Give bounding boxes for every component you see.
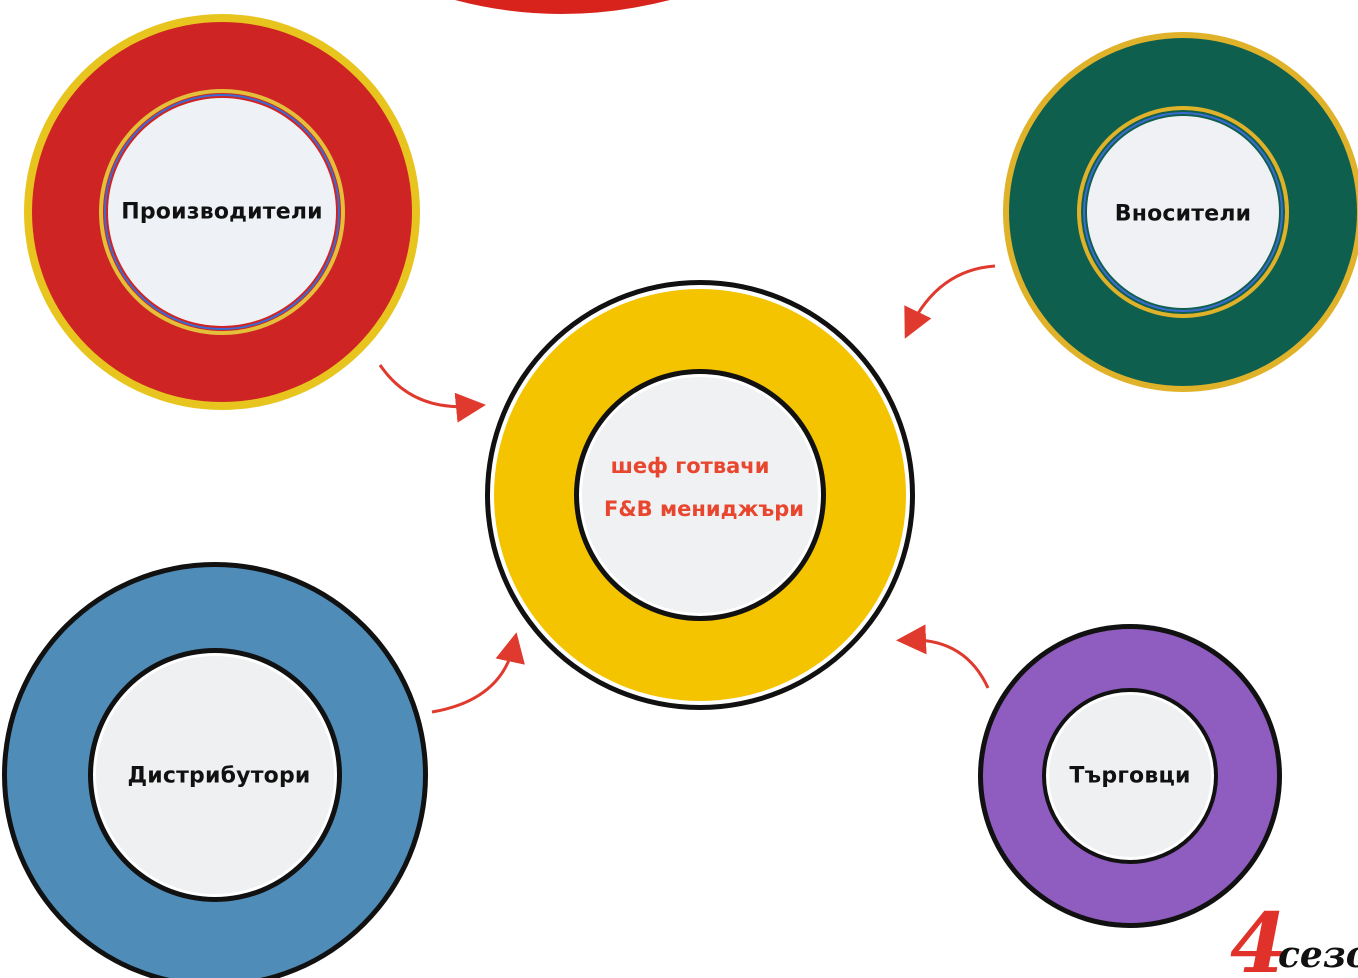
importers-label: Вносители xyxy=(1114,201,1252,227)
arrow-distributors-to-center xyxy=(431,632,525,714)
plate-center-center xyxy=(582,377,818,613)
logo-word: сезо xyxy=(1278,934,1358,976)
plate-traders xyxy=(978,624,1282,928)
plate-producers xyxy=(24,14,420,410)
traders-label: Търговци xyxy=(1069,763,1191,789)
logo: 4 сезо xyxy=(1228,905,1358,978)
plate-distributors-center xyxy=(96,656,334,894)
center-label-line1: шеф готвачи xyxy=(610,454,770,478)
producers-label: Производители xyxy=(121,199,323,225)
top-red-shape xyxy=(455,0,670,14)
arrow-producers-to-center xyxy=(378,364,486,423)
logo-digit: 4 xyxy=(1230,905,1288,978)
plate-distributors xyxy=(2,562,428,978)
distributors-label: Дистрибутори xyxy=(127,763,311,789)
plate-center xyxy=(485,280,915,710)
plate-importers xyxy=(1003,32,1358,392)
plate-traders-center xyxy=(1049,695,1211,857)
arrow-importers-to-center xyxy=(904,264,996,339)
arrow-traders-to-center xyxy=(896,624,990,689)
center-label-line2: F&B мениджъри xyxy=(604,497,804,521)
plate-producers-center xyxy=(108,98,336,326)
plate-importers-center xyxy=(1087,116,1279,308)
